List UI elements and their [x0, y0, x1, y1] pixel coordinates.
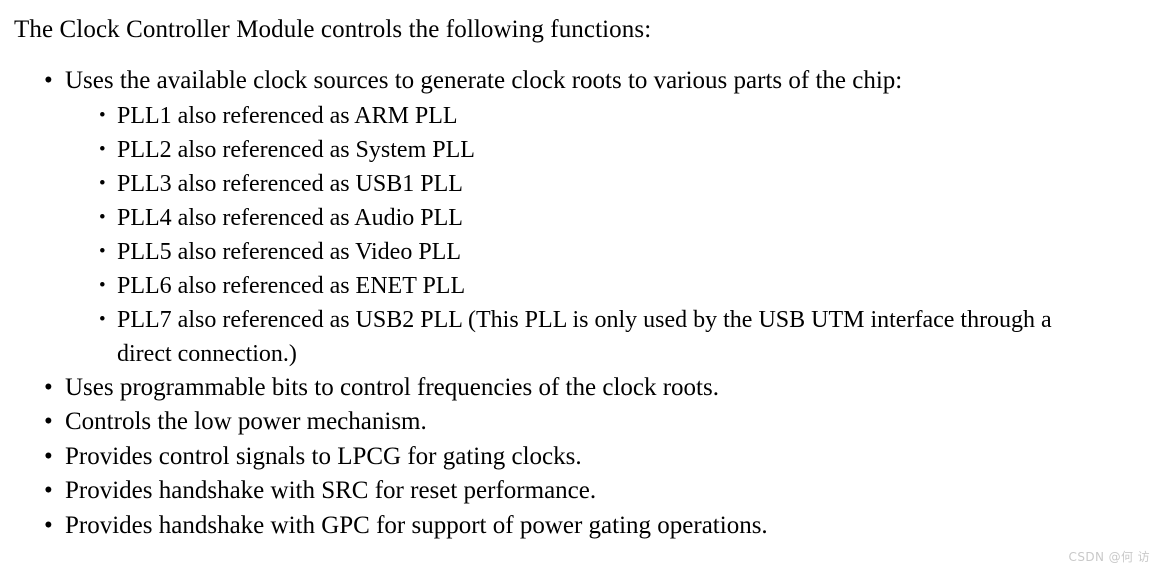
list-item: • Uses programmable bits to control frequ… [0, 371, 1158, 406]
list-item-label: Provides handshake with GPC for support … [65, 511, 768, 539]
sublist-item-label: PLL6 also referenced as ENET PLL [117, 272, 466, 299]
sublist-item-label: PLL2 also referenced as System PLL [117, 136, 475, 163]
bullet-icon: • [44, 511, 53, 539]
sublist-item: • PLL4 also referenced as Audio PLL [0, 201, 1158, 235]
sublist-item: • PLL6 also referenced as ENET PLL [0, 269, 1158, 303]
bullet-icon: • [99, 172, 106, 194]
bullet-icon: • [99, 274, 106, 296]
sublist-item: • PLL1 also referenced as ARM PLL [0, 99, 1158, 133]
bullet-icon: • [44, 477, 53, 504]
bullet-icon: • [99, 206, 106, 228]
list-item-label: Uses programmable bits to control freque… [65, 373, 719, 401]
list-item: • Provides control signals to LPCG for ga… [0, 440, 1158, 475]
bullet-icon: • [44, 408, 53, 435]
csdn-watermark: CSDN @何 访 [1068, 550, 1150, 564]
sublist-item: • PLL2 also referenced as System PLL [0, 133, 1158, 167]
pll-sublist: • PLL1 also referenced as ARM PLL • PLL2 al… [0, 99, 1158, 371]
sublist-item: • PLL3 also referenced as USB1 PLL [0, 167, 1158, 201]
bullet-icon: • [44, 442, 53, 470]
bullet-icon: • [44, 373, 53, 401]
sublist-item-label: PLL4 also referenced as Audio PLL [117, 204, 463, 231]
bullet-icon: • [99, 138, 106, 160]
sublist-item-label: PLL1 also referenced as ARM PLL [117, 102, 458, 129]
sublist-item: • PLL5 also referenced as Video PLL [0, 235, 1158, 269]
bullet-icon: • [99, 240, 106, 262]
sublist-item-label: PLL7 also referenced as USB2 PLL (This P… [117, 306, 1052, 367]
sublist-item-label: PLL3 also referenced as USB1 PLL [117, 170, 463, 197]
intro-paragraph: The Clock Controller Module controls the… [14, 16, 652, 43]
list-item-label: Uses the available clock sources to gene… [65, 67, 903, 94]
sublist-item-label: PLL5 also referenced as Video PLL [117, 238, 462, 265]
list-item-label: Provides control signals to LPCG for gat… [65, 442, 582, 470]
feature-list: • Uses the available clock sources to gen… [0, 64, 1158, 543]
list-item: • Provides handshake with SRC for reset p… [0, 474, 1158, 509]
list-item-label: Provides handshake with SRC for reset pe… [65, 477, 597, 504]
sublist-item: • PLL7 also referenced as USB2 PLL (This … [0, 303, 1158, 371]
list-item: • Controls the low power mechanism. [0, 405, 1158, 440]
list-item: • Uses the available clock sources to gen… [0, 64, 1158, 99]
bullet-icon: • [99, 308, 106, 330]
bullet-icon: • [99, 104, 106, 126]
bullet-icon: • [44, 67, 53, 94]
list-item: • Provides handshake with GPC for support… [0, 509, 1158, 544]
list-item-label: Controls the low power mechanism. [65, 408, 427, 435]
